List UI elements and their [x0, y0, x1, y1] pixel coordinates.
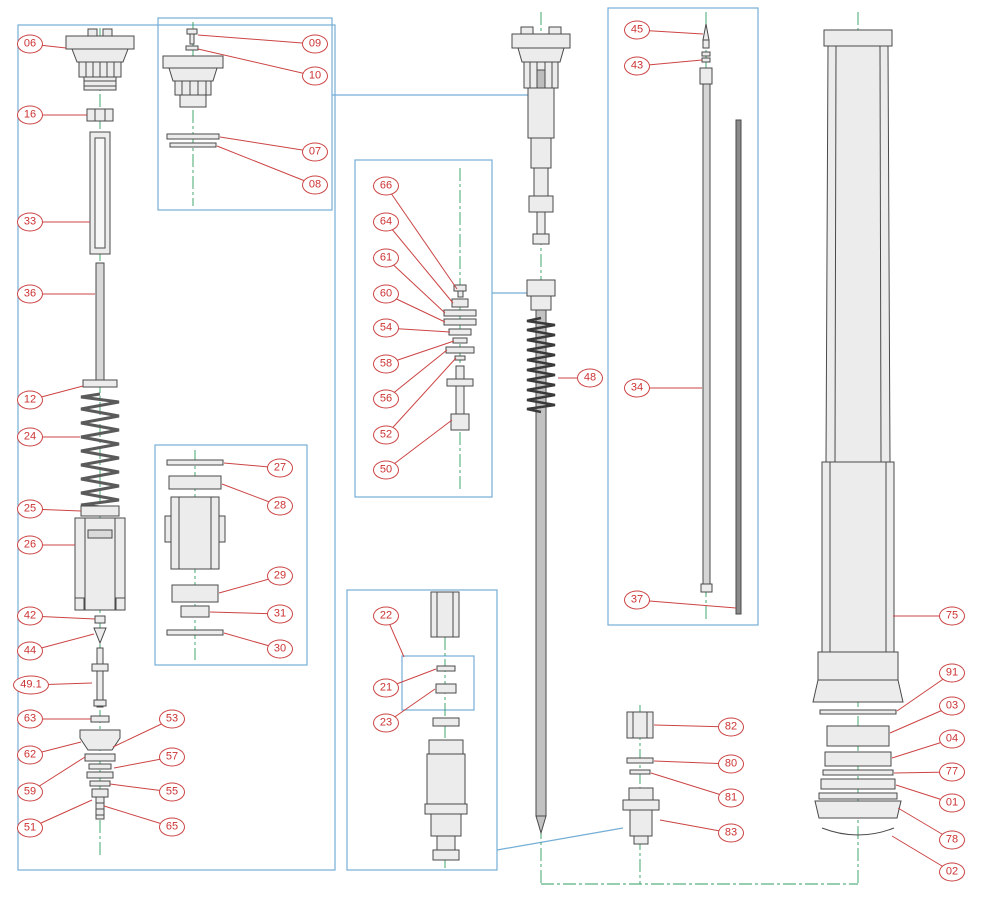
detail-cap-assembly — [162, 28, 224, 148]
leader-line-60 — [385, 293, 446, 323]
leader-line-91 — [896, 672, 953, 712]
leader-line-50 — [385, 419, 453, 471]
part-fork-cap — [65, 28, 135, 91]
leader-line-80 — [653, 760, 732, 765]
leader-line-53 — [112, 718, 173, 748]
leader-line-66 — [385, 185, 458, 290]
leader-line-12 — [29, 385, 84, 401]
leader-line-31 — [209, 611, 281, 615]
part-damper-rod — [535, 309, 547, 835]
leader-line-51 — [29, 799, 93, 829]
leader-line-77 — [893, 771, 953, 774]
leader-line-08 — [216, 145, 316, 186]
leader-line-10 — [197, 48, 316, 77]
part-cartridge — [74, 517, 126, 611]
leader-line-04 — [891, 738, 953, 759]
part-washer-12 — [82, 379, 118, 388]
leader-line-64 — [385, 221, 454, 304]
leader-line-06 — [29, 43, 67, 49]
leader-line-27 — [223, 462, 281, 469]
part-seal-stack — [814, 709, 902, 836]
part-nut-42 — [94, 615, 106, 624]
part-bottom-stack — [79, 715, 121, 820]
leader-line-37 — [636, 599, 737, 609]
leader-line-42 — [29, 615, 96, 620]
leader-line-29 — [218, 575, 281, 594]
part-outer-tube — [812, 29, 904, 703]
leader-line-21 — [385, 668, 437, 689]
leader-line-78 — [897, 807, 953, 841]
leader-line-65 — [103, 805, 173, 828]
leader-line-09 — [197, 34, 316, 45]
leader-line-03 — [889, 705, 953, 734]
leader-line-01 — [895, 784, 953, 804]
detail-valve-stack — [443, 284, 477, 431]
leader-line-44 — [29, 633, 95, 652]
leader-line-28 — [221, 483, 281, 507]
leader-line-82 — [653, 724, 732, 728]
leader-line-54 — [385, 327, 451, 333]
leader-line-23 — [385, 688, 436, 724]
part-main-spring — [80, 392, 120, 509]
leader-line-07 — [219, 136, 316, 153]
leader-line-02 — [891, 835, 953, 873]
leader-line-49.1 — [30, 682, 93, 686]
leader-line-30 — [223, 632, 281, 650]
leader-line-43 — [636, 59, 703, 67]
leader-line-55 — [109, 783, 173, 793]
part-rebound-spring — [526, 316, 556, 414]
leader-line-25 — [29, 508, 82, 512]
leader-line-81 — [650, 772, 732, 799]
detail-seal-head — [424, 591, 468, 861]
leader-line-52 — [385, 357, 457, 436]
part-needle-rod — [699, 23, 713, 593]
leader-line-59 — [29, 756, 86, 793]
leader-line-83 — [659, 819, 732, 834]
part-damper-cap-assembly — [511, 26, 571, 245]
part-base-valve — [622, 711, 660, 845]
leader-line-62 — [29, 741, 82, 756]
part-shaft-49 — [91, 647, 109, 708]
leader-line-57 — [113, 756, 173, 769]
part-cone-44 — [93, 627, 107, 645]
part-preload-tube — [89, 131, 111, 255]
detail-piston-assembly — [164, 459, 226, 636]
leader-line-56 — [385, 349, 448, 400]
detail-boxes — [17, 7, 759, 871]
leader-line-61 — [385, 257, 446, 314]
part-rebound-strip — [735, 119, 742, 615]
leader-line-45 — [636, 29, 704, 35]
leader-line-22 — [385, 615, 405, 658]
